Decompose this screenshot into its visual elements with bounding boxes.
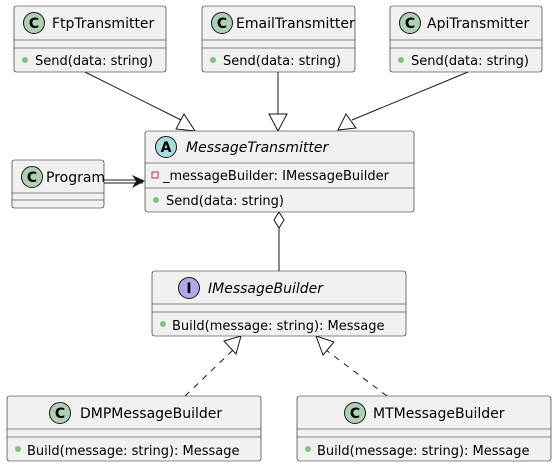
program-title: Program [46, 170, 105, 186]
interface-badge-letter: I [186, 281, 191, 297]
mt-message-builder-method: Build(message: string): Message [317, 444, 530, 459]
api-transmitter-class: C ApiTransmitter Send(data: string) [389, 5, 543, 73]
mt-realization-arrowhead [315, 335, 335, 356]
mt-message-builder-class: C MTMessageBuilder Build(message: string… [296, 395, 552, 462]
email-transmitter-class: C EmailTransmitter Send(data: string) [201, 5, 356, 73]
class-badge-letter: C [405, 16, 415, 32]
public-marker-icon [160, 321, 166, 327]
message-transmitter-field: _messageBuilder: IMessageBuilder [162, 169, 390, 184]
api-transmitter-title: ApiTransmitter [427, 16, 529, 32]
class-badge-icon [49, 402, 71, 424]
public-marker-icon [305, 446, 311, 452]
class-badge-letter: C [27, 170, 37, 186]
public-marker-icon [153, 197, 159, 203]
imessage-builder-method: Build(message: string): Message [172, 319, 385, 334]
mt-realization-edge [325, 349, 388, 397]
imessage-builder-title: IMessageBuilder [208, 281, 324, 297]
dmp-message-builder-class: C DMPMessageBuilder Build(message: strin… [6, 395, 262, 462]
api-generalization-edge [351, 71, 469, 121]
api-transmitter-method: Send(data: string) [411, 54, 529, 69]
class-badge-icon [399, 12, 421, 34]
program-association-arrowhead [132, 175, 145, 188]
ftp-transmitter-method: Send(data: string) [35, 54, 153, 69]
public-marker-icon [15, 446, 21, 452]
class-badge-letter: C [217, 16, 227, 32]
class-badge-letter: C [29, 16, 39, 32]
class-badge-icon [344, 402, 366, 424]
public-marker-icon [210, 57, 216, 63]
ftp-generalization-edge [84, 71, 186, 123]
email-generalization-arrowhead [268, 113, 288, 133]
message-transmitter-title: MessageTransmitter [186, 140, 329, 156]
interface-badge-icon [178, 277, 200, 299]
imessage-builder-interface: I IMessageBuilder Build(message: string)… [151, 270, 407, 337]
class-badge-icon [21, 166, 43, 188]
dmp-message-builder-method: Build(message: string): Message [27, 444, 240, 459]
class-badge-letter: C [55, 406, 65, 422]
private-marker-icon [151, 171, 159, 179]
program-class: C Program [11, 159, 105, 209]
public-marker-icon [398, 57, 404, 63]
email-transmitter-title: EmailTransmitter [236, 16, 355, 32]
class-badge-letter: C [350, 406, 360, 422]
message-transmitter-class: A MessageTransmitter _messageBuilder: IM… [144, 130, 415, 213]
ftp-generalization-arrowhead [175, 113, 196, 132]
class-badge-icon [23, 12, 45, 34]
dmp-realization-arrowhead [223, 335, 242, 355]
message-transmitter-method: Send(data: string) [166, 194, 284, 209]
class-badge-icon [211, 12, 233, 34]
email-transmitter-method: Send(data: string) [223, 54, 341, 69]
dmp-realization-edge [184, 349, 234, 397]
api-generalization-arrowhead [337, 113, 357, 131]
mt-message-builder-title: MTMessageBuilder [373, 406, 505, 422]
abstract-badge-icon [155, 136, 177, 158]
ftp-transmitter-title: FtpTransmitter [52, 16, 155, 32]
dmp-message-builder-title: DMPMessageBuilder [80, 406, 222, 422]
abstract-badge-letter: A [161, 140, 172, 156]
ftp-transmitter-class: C FtpTransmitter Send(data: string) [13, 5, 167, 73]
aggregation-diamond [273, 211, 285, 229]
public-marker-icon [22, 57, 28, 63]
